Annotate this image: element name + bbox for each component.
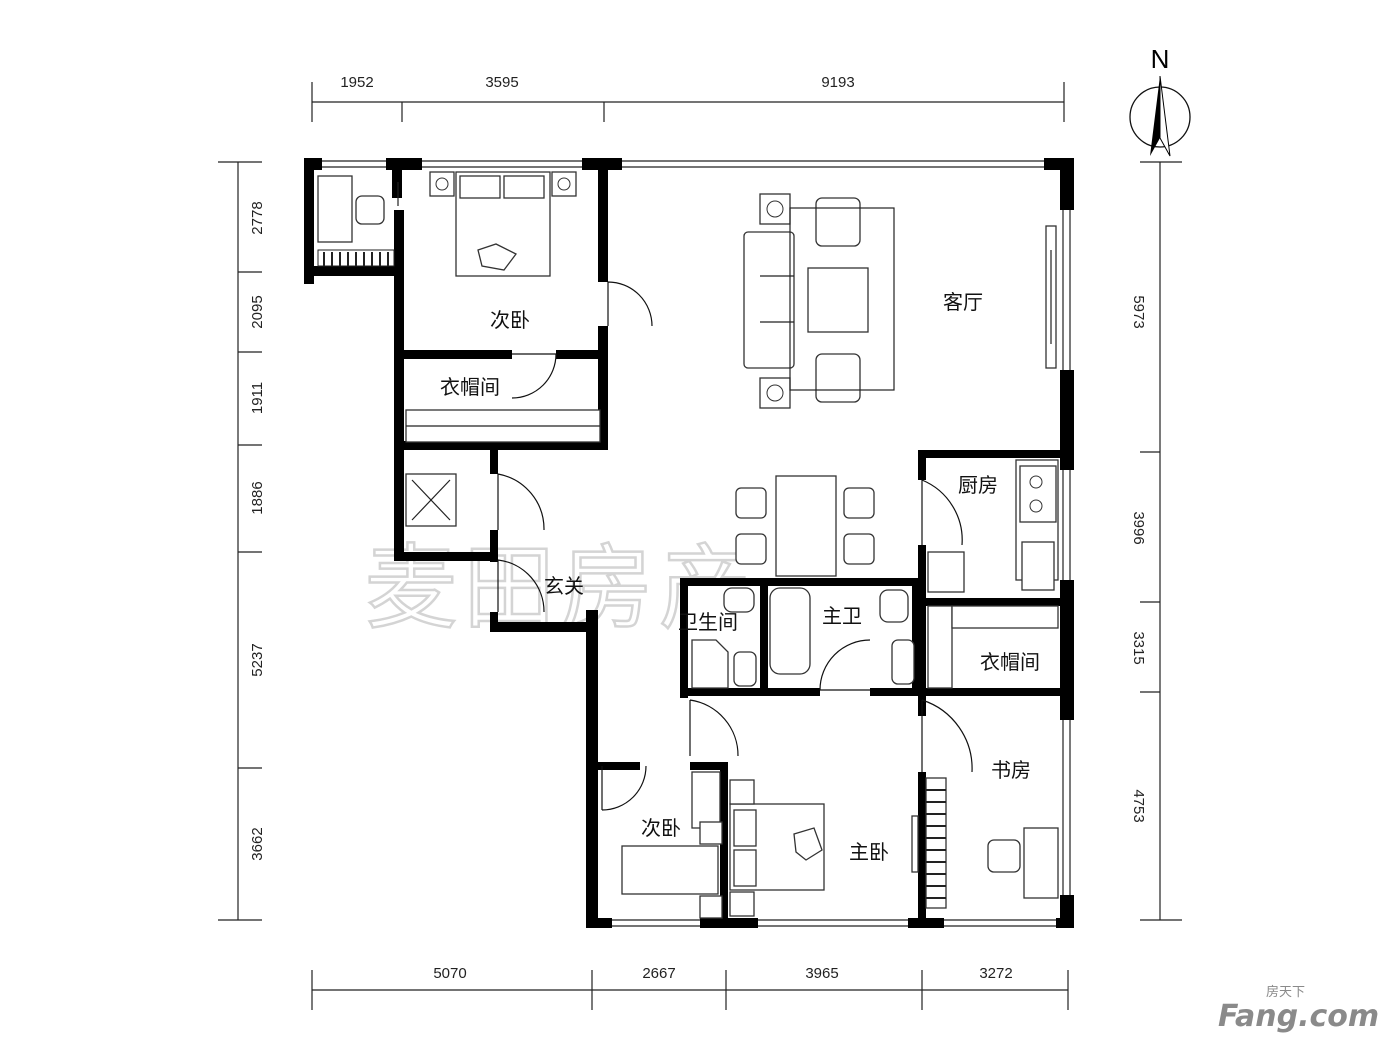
room-label-closet2: 衣帽间: [980, 650, 1040, 674]
nightstand-icon: [429, 171, 455, 197]
dimension-labels: 1952 3595 9193 5070 2667 3965 3272 2778 …: [249, 74, 1147, 982]
dining-table-icon: [775, 475, 837, 577]
nightstand-icon: [551, 171, 577, 197]
side-table-icon: [759, 193, 791, 225]
dining-chair-icon: [735, 487, 767, 519]
logo-en-text: Fang.com: [1218, 999, 1379, 1034]
bookshelf-icon: [925, 777, 947, 909]
nightstand-icon: [699, 821, 723, 845]
desk-icon: [317, 175, 353, 243]
dim-left-3: 1911: [249, 382, 266, 414]
chair-icon: [987, 839, 1021, 873]
room-label-bath-guest: 卫生间: [678, 610, 738, 634]
room-labels: 次卧 客厅 衣帽间 厨房 玄关 卫生间 主卫 衣帽间 书房 次卧 主卧: [440, 290, 1040, 864]
wardrobe-icon: [927, 605, 953, 689]
room-label-master: 主卧: [849, 840, 889, 864]
wardrobe-icon: [691, 771, 721, 829]
bed-icon: [621, 845, 719, 895]
doors: [497, 281, 973, 811]
stove-icon: [1019, 465, 1057, 523]
compass: N: [1129, 44, 1191, 157]
room-label-foyer: 玄关: [544, 574, 584, 598]
room-label-living: 客厅: [943, 290, 983, 314]
compass-needle-icon: [1150, 76, 1160, 156]
dim-left-6: 3662: [249, 827, 266, 860]
room-label-bedroom3: 次卧: [641, 816, 681, 840]
tv-icon: [911, 815, 919, 873]
dimension-lines: [218, 82, 1182, 1010]
dim-left-4: 1886: [249, 481, 266, 514]
logo-cn-text: 房天下: [1266, 984, 1305, 1000]
dim-left-2: 2095: [249, 295, 266, 328]
toilet-icon: [879, 589, 909, 623]
room-label-kitchen: 厨房: [958, 473, 998, 497]
wardrobe-icon: [951, 605, 1059, 629]
dim-left-1: 2778: [249, 201, 266, 234]
chair-icon: [355, 195, 385, 225]
bathtub-icon: [769, 587, 811, 675]
dim-left-5: 5237: [249, 643, 266, 676]
nightstand-icon: [699, 895, 723, 919]
dim-top-3: 9193: [821, 74, 854, 91]
armchair-icon: [815, 353, 861, 403]
dim-bottom-4: 3272: [979, 965, 1012, 982]
side-table-icon: [759, 377, 791, 409]
room-label-bath-master: 主卫: [822, 604, 862, 628]
fridge-icon: [927, 551, 965, 593]
room-label-closet1: 衣帽间: [440, 375, 500, 399]
dim-bottom-3: 3965: [805, 965, 838, 982]
nightstand-icon: [729, 779, 755, 805]
dim-bottom-2: 2667: [642, 965, 675, 982]
walls: [304, 158, 1074, 928]
sofa-icon: [743, 231, 795, 369]
dining-chair-icon: [843, 487, 875, 519]
pillow-icon: [477, 243, 517, 271]
basin-icon: [891, 639, 915, 685]
dim-right-2: 3996: [1130, 511, 1147, 544]
dining-chair-icon: [735, 533, 767, 565]
sink-icon: [1021, 541, 1055, 591]
room-label-bedroom2: 次卧: [490, 308, 530, 332]
dim-bottom-1: 5070: [433, 965, 466, 982]
dining-chair-icon: [843, 533, 875, 565]
compass-north-label: N: [1151, 44, 1170, 74]
dim-right-1: 5973: [1130, 295, 1147, 328]
desk-icon: [1023, 827, 1059, 899]
dim-top-2: 3595: [485, 74, 518, 91]
basin-icon: [723, 587, 755, 613]
shower-corner-icon: [691, 639, 729, 689]
dim-top-1: 1952: [340, 74, 373, 91]
dim-right-3: 3315: [1130, 631, 1147, 664]
dim-right-4: 4753: [1130, 789, 1147, 822]
armchair-icon: [815, 197, 861, 247]
room-label-study: 书房: [991, 758, 1031, 782]
nightstand-icon: [729, 891, 755, 917]
coffee-table-icon: [807, 267, 869, 333]
fang-logo: 房天下 Fang.com: [1218, 984, 1379, 1034]
toilet-icon: [733, 651, 757, 687]
furniture: [317, 171, 1059, 919]
pillow-icon: [793, 827, 823, 861]
